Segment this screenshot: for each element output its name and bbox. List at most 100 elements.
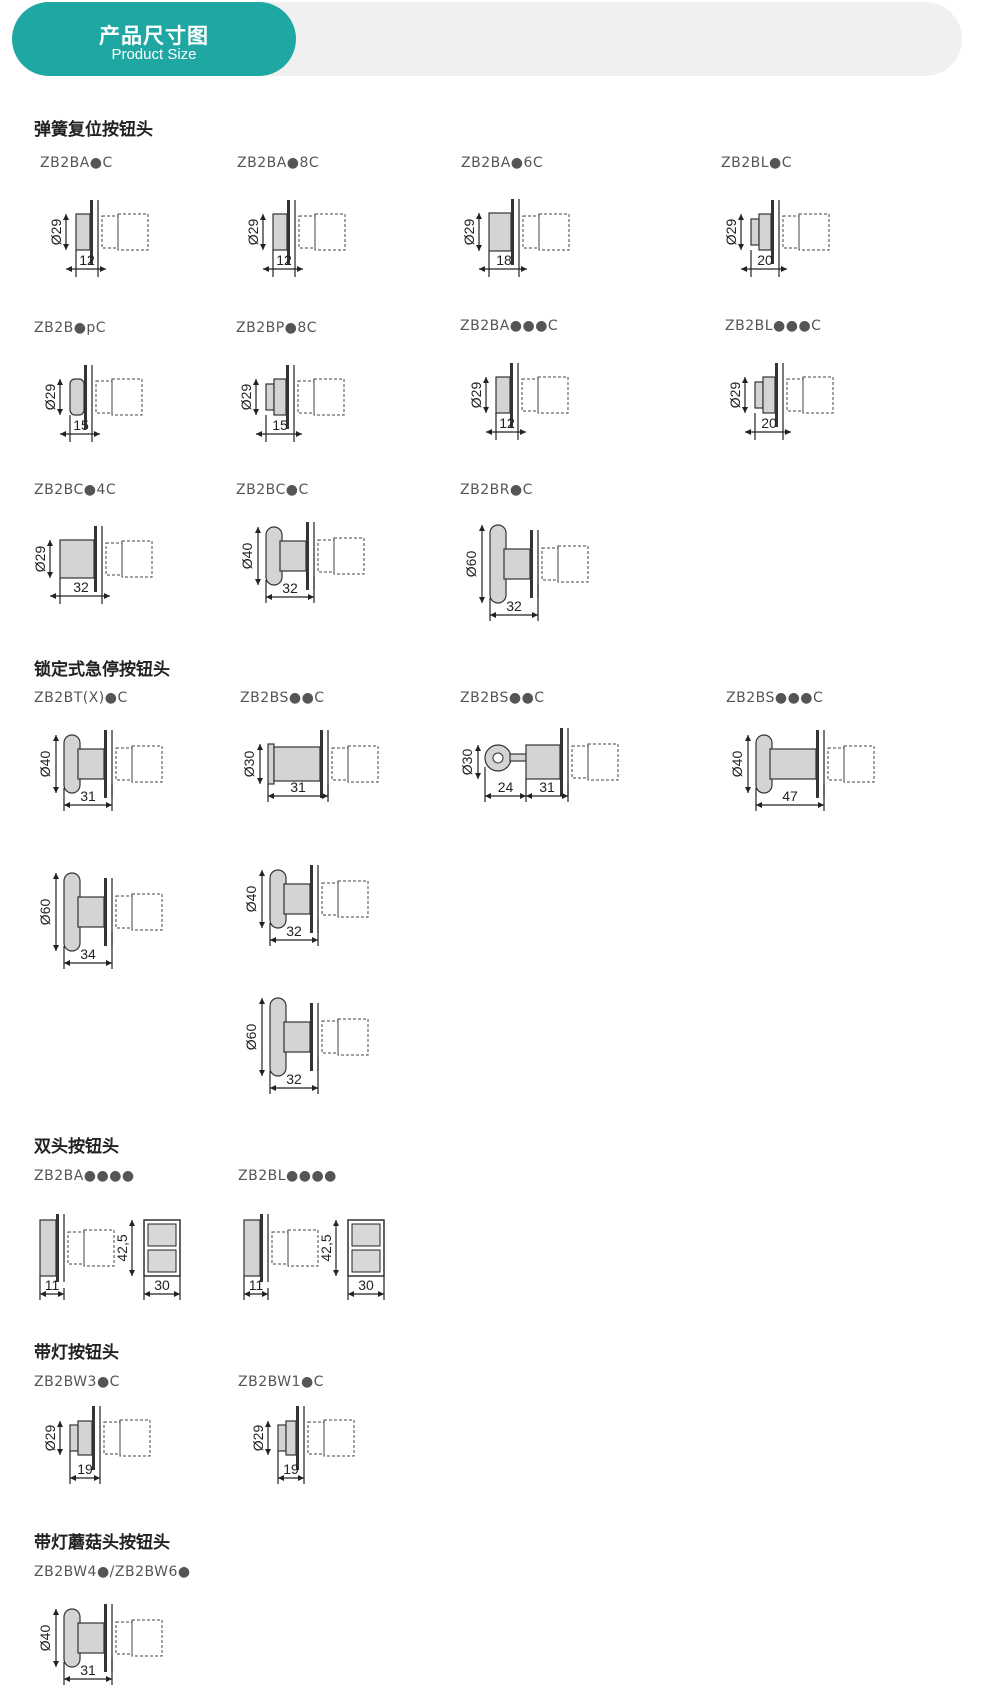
arrowhead (785, 429, 791, 435)
header-title: 产品尺寸图 (99, 24, 209, 48)
panel-plate (286, 365, 289, 429)
button-cap (59, 539, 95, 579)
arrowhead (742, 377, 748, 383)
body-dashed (121, 540, 153, 578)
arrowhead (483, 377, 489, 383)
arrowhead (745, 787, 751, 793)
body-dashed (798, 213, 830, 251)
dimension-drawing: Ø29 12 (468, 363, 569, 440)
dimension-drawing: Ø30 24 31 (459, 728, 619, 802)
arrowhead (53, 873, 59, 879)
arrowhead (53, 1609, 59, 1615)
arrowhead (312, 1085, 318, 1091)
width-label: 12 (79, 252, 95, 268)
width-label: 19 (283, 1461, 299, 1477)
section-title-double-head: 双头按钮头 (34, 1137, 119, 1157)
width-label: 11 (45, 1277, 60, 1293)
arrowhead (40, 1291, 46, 1297)
arrowhead (268, 793, 274, 799)
body-dashed (314, 213, 346, 251)
dimension-drawing: Ø30 31 (241, 730, 379, 802)
body-dashed (131, 745, 163, 783)
arrowhead (278, 1475, 284, 1481)
width-label-key: 24 (498, 779, 514, 795)
mushroom-stem (77, 748, 105, 780)
panel-plate (296, 1406, 299, 1470)
diameter-label: Ø29 (238, 384, 254, 411)
diameter-label: Ø30 (241, 751, 257, 778)
body-dashed (83, 1229, 115, 1267)
diameter-label: Ø60 (243, 1024, 259, 1051)
arrowhead (58, 1291, 64, 1297)
diameter-label: Ø40 (729, 751, 745, 778)
panel-plate (84, 365, 87, 429)
face-width-label: 30 (358, 1277, 374, 1293)
diameter-label: Ø29 (42, 1425, 58, 1452)
width-label: 20 (757, 252, 773, 268)
double-head (39, 1219, 57, 1277)
panel-plate (56, 1214, 59, 1282)
arrowhead (520, 793, 526, 799)
panel-plate (306, 522, 309, 590)
arrowhead (100, 266, 106, 272)
mushroom-stem (77, 896, 105, 928)
arrowhead (378, 1291, 384, 1297)
item-code: ZB2BL●C (721, 155, 792, 171)
arrowhead (259, 998, 265, 1004)
arrowhead (257, 744, 263, 750)
body-dashed (105, 542, 123, 576)
button-collar (273, 746, 321, 782)
arrowhead (818, 802, 824, 808)
arrowhead (94, 1475, 100, 1481)
item-code: ZB2BA●6C (461, 155, 544, 171)
body-dashed (321, 1020, 339, 1054)
arrowhead (476, 213, 482, 219)
button-bezel (762, 376, 776, 414)
arrowhead (333, 1270, 339, 1276)
arrowhead (253, 379, 259, 385)
body-dashed (782, 215, 800, 249)
arrowhead (64, 1676, 70, 1682)
button-cap (272, 213, 288, 251)
body-dashed (131, 1619, 163, 1657)
arrowhead (57, 1421, 63, 1427)
arrowhead (144, 1291, 150, 1297)
arrowhead (333, 1220, 339, 1226)
body-dashed (347, 745, 379, 783)
arrowhead (475, 745, 481, 751)
body-dashed (522, 215, 540, 249)
body-dashed (521, 378, 539, 412)
body-dashed (557, 545, 589, 583)
arrowhead (521, 266, 527, 272)
arrowhead (47, 540, 53, 546)
body-dashed (115, 1621, 133, 1655)
dimension-drawing: Ø29 20 (723, 200, 830, 277)
dimension-drawing: Ø60 34 (37, 872, 163, 969)
dimension-drawing: Ø29 19 (250, 1406, 355, 1484)
body-dashed (103, 1421, 121, 1455)
arrowhead (263, 266, 269, 272)
dimension-drawing: Ø29 15 (42, 365, 143, 442)
section-title-spring-return: 弹簧复位按钮头 (34, 120, 153, 140)
arrowhead (742, 407, 748, 413)
arrowhead (741, 266, 747, 272)
dimension-drawing: 42,5 11 30 (243, 1214, 385, 1300)
width-label: 32 (506, 598, 522, 614)
arrowhead (476, 245, 482, 251)
diameter-label: Ø29 (250, 1425, 266, 1452)
panel-plate (510, 363, 513, 427)
item-code: ZB2BT(X)●C (34, 690, 128, 706)
diameter-label: Ø29 (468, 382, 484, 409)
arrowhead (53, 735, 59, 741)
body-dashed (323, 1419, 355, 1457)
body-dashed (541, 547, 559, 581)
arrowhead (259, 922, 265, 928)
width-label: 11 (249, 1277, 264, 1293)
body-dashed (321, 882, 339, 916)
arrowhead (562, 793, 568, 799)
item-code: ZB2BC●4C (34, 482, 117, 498)
width-label: 32 (286, 923, 302, 939)
button-cap (754, 381, 764, 409)
panel-plate (104, 730, 107, 798)
dimension-drawing: Ø29 12 (245, 200, 346, 277)
